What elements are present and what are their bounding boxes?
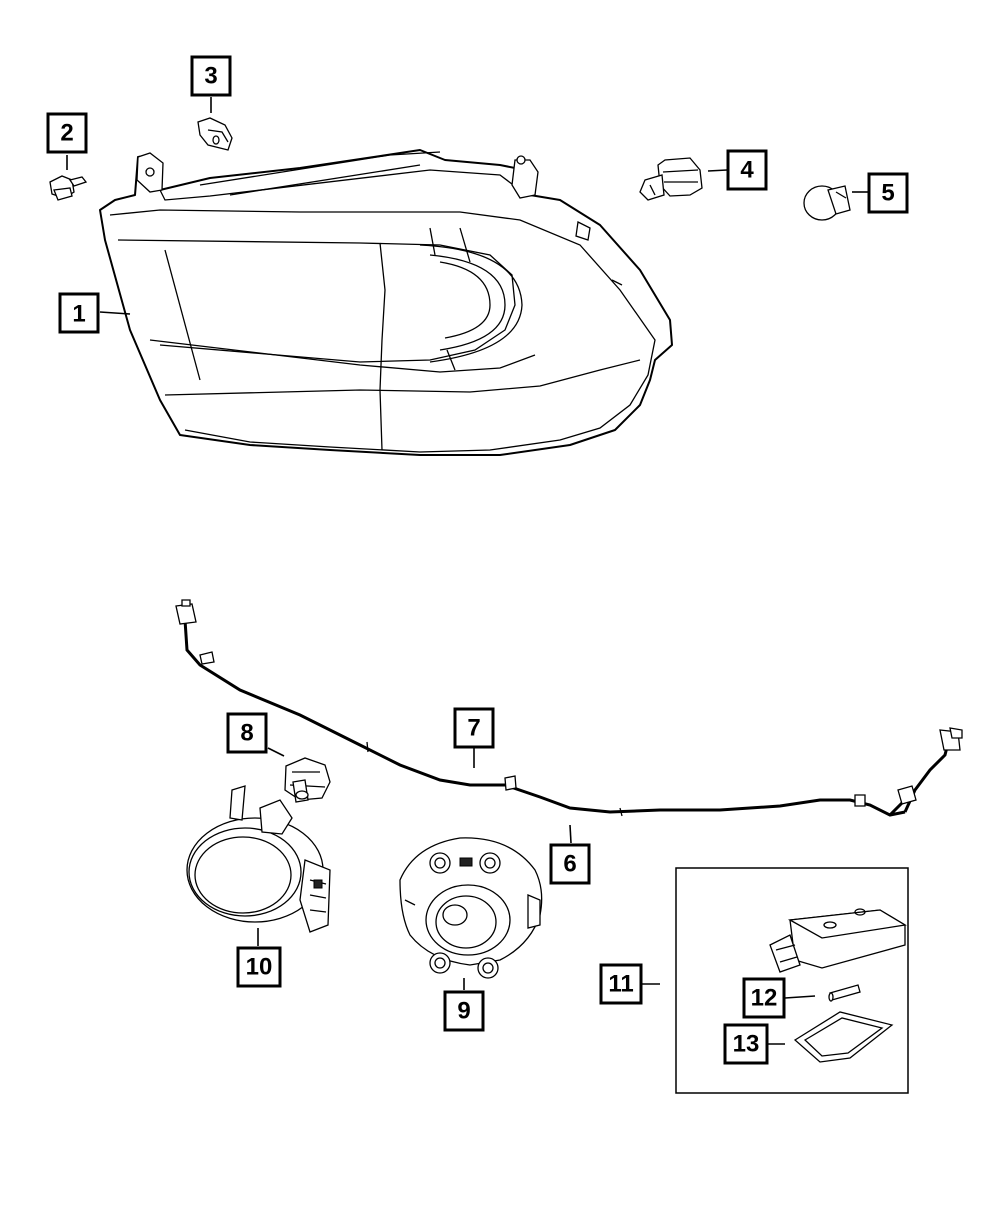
callout-2-label: 2 (60, 120, 73, 147)
callout-4-label: 4 (740, 157, 754, 184)
callout-10: 10 (236, 946, 282, 988)
callout-11-label: 11 (608, 971, 633, 998)
callout-4: 4 (726, 149, 768, 191)
callout-6: 6 (549, 843, 591, 885)
callout-7-label: 7 (467, 715, 480, 742)
wedge-bulb-icon (803, 185, 851, 221)
module-kit-frame (675, 867, 909, 1094)
callout-13-label: 13 (733, 1031, 760, 1058)
callout-5-label: 5 (881, 180, 894, 207)
round-fog-lamp-icon (186, 785, 331, 933)
callout-12: 12 (742, 977, 786, 1019)
clip-nut-icon (197, 117, 233, 151)
callout-2: 2 (46, 112, 88, 154)
callout-9-label: 9 (457, 998, 470, 1025)
projector-fog-lamp-icon (399, 837, 543, 979)
headlamp-assembly-icon (99, 149, 673, 456)
tray-icon (793, 1011, 894, 1063)
callout-13: 13 (723, 1023, 769, 1065)
bolt-icon (49, 175, 88, 201)
callout-8: 8 (226, 712, 268, 754)
callout-11: 11 (599, 963, 643, 1005)
fog-lamp-bulb-icon (284, 757, 331, 803)
fuse-icon (828, 984, 861, 1002)
leader-lines (66, 97, 868, 1045)
callout-10-label: 10 (246, 954, 273, 981)
control-module-icon (769, 908, 907, 973)
callout-1: 1 (58, 292, 100, 334)
callout-9: 9 (443, 990, 485, 1032)
callout-12-label: 12 (751, 985, 778, 1012)
wiring-harness-icon (175, 599, 963, 817)
callout-3: 3 (190, 55, 232, 97)
callout-8-label: 8 (240, 720, 253, 747)
callout-6-label: 6 (563, 851, 576, 878)
halogen-bulb-icon (639, 157, 703, 201)
callout-1-label: 1 (72, 301, 85, 328)
callout-3-label: 3 (204, 63, 217, 90)
callout-7: 7 (453, 707, 495, 749)
callout-5: 5 (867, 172, 909, 214)
